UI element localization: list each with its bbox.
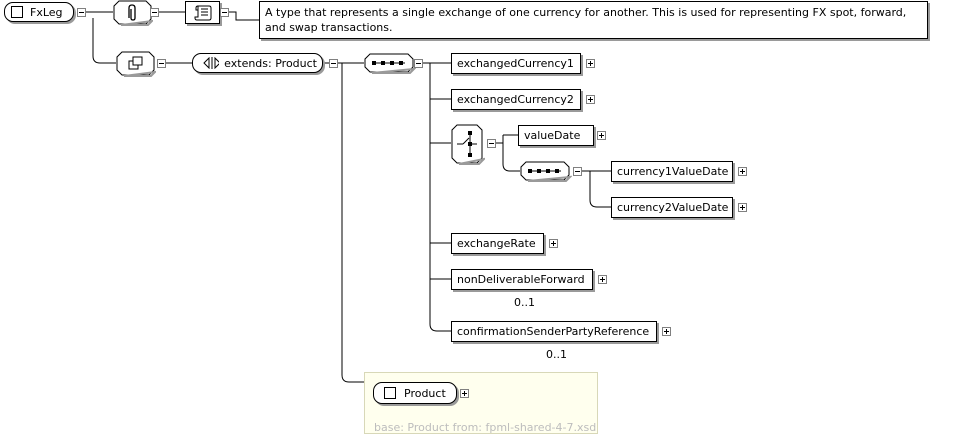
element-label: valueDate bbox=[524, 129, 581, 142]
element-label: nonDeliverableForward bbox=[457, 273, 585, 286]
element-currency-2-value-date[interactable]: currency2ValueDate bbox=[611, 197, 733, 218]
expand-icon[interactable] bbox=[586, 95, 595, 104]
collapse-icon[interactable] bbox=[150, 8, 159, 17]
collapse-icon[interactable] bbox=[157, 59, 166, 68]
sequence-compositor[interactable] bbox=[364, 53, 417, 78]
choice-compositor[interactable] bbox=[451, 124, 488, 169]
expand-icon[interactable] bbox=[586, 59, 595, 68]
element-label: exchangeRate bbox=[457, 237, 536, 250]
expand-icon[interactable] bbox=[460, 389, 469, 398]
element-exchange-rate[interactable]: exchangeRate bbox=[451, 233, 544, 254]
nested-sequence-compositor[interactable] bbox=[520, 161, 573, 186]
cardinality-label: 0..1 bbox=[514, 296, 535, 309]
element-confirmation-sender-party-reference[interactable]: confirmationSenderPartyReference bbox=[451, 321, 657, 342]
documentation-text: A type that represents a single exchange… bbox=[259, 1, 928, 39]
root-element-label: FxLeg bbox=[30, 5, 63, 19]
element-label: exchangedCurrency2 bbox=[457, 93, 574, 106]
element-exchanged-currency-1[interactable]: exchangedCurrency1 bbox=[451, 53, 581, 74]
annotation-icon bbox=[113, 0, 155, 26]
expand-icon[interactable] bbox=[549, 239, 558, 248]
expand-icon[interactable] bbox=[738, 203, 747, 212]
element-type-icon bbox=[11, 6, 23, 18]
documentation-icon bbox=[194, 5, 211, 20]
documentation-node[interactable] bbox=[185, 1, 220, 24]
complex-content-node[interactable] bbox=[116, 51, 158, 80]
element-label: exchangedCurrency1 bbox=[457, 57, 574, 70]
choice-icon bbox=[451, 124, 488, 165]
element-type-icon bbox=[384, 387, 396, 399]
collapse-icon[interactable] bbox=[487, 139, 496, 148]
extension-node[interactable]: extends: Product bbox=[192, 53, 323, 73]
extension-icon bbox=[203, 57, 220, 69]
element-value-date[interactable]: valueDate bbox=[518, 125, 594, 146]
base-type-caption: base: Product from: fpml-shared-4-7.xsd bbox=[374, 421, 597, 434]
root-element-fxleg[interactable]: FxLeg bbox=[4, 2, 74, 22]
cardinality-label: 0..1 bbox=[546, 348, 567, 361]
expand-icon[interactable] bbox=[738, 167, 747, 176]
element-non-deliverable-forward[interactable]: nonDeliverableForward bbox=[451, 269, 593, 290]
collapse-icon[interactable] bbox=[329, 59, 338, 68]
annotation-node[interactable] bbox=[113, 0, 155, 29]
element-label: confirmationSenderPartyReference bbox=[457, 325, 650, 338]
expand-icon[interactable] bbox=[598, 275, 607, 284]
expand-icon[interactable] bbox=[597, 131, 606, 140]
complex-content-icon bbox=[116, 51, 158, 77]
base-type-product[interactable]: Product bbox=[373, 382, 457, 404]
collapse-icon[interactable] bbox=[220, 8, 229, 17]
extension-label: extends: Product bbox=[224, 56, 317, 70]
element-label: currency2ValueDate bbox=[617, 201, 729, 214]
expand-icon[interactable] bbox=[662, 327, 671, 336]
collapse-icon[interactable] bbox=[573, 167, 582, 176]
element-currency-1-value-date[interactable]: currency1ValueDate bbox=[611, 161, 733, 182]
element-label: currency1ValueDate bbox=[617, 165, 729, 178]
element-exchanged-currency-2[interactable]: exchangedCurrency2 bbox=[451, 89, 581, 110]
sequence-icon bbox=[520, 161, 573, 182]
sequence-icon bbox=[364, 53, 417, 74]
collapse-icon[interactable] bbox=[77, 8, 86, 17]
base-type-label: Product bbox=[404, 386, 446, 400]
collapse-icon[interactable] bbox=[414, 59, 423, 68]
